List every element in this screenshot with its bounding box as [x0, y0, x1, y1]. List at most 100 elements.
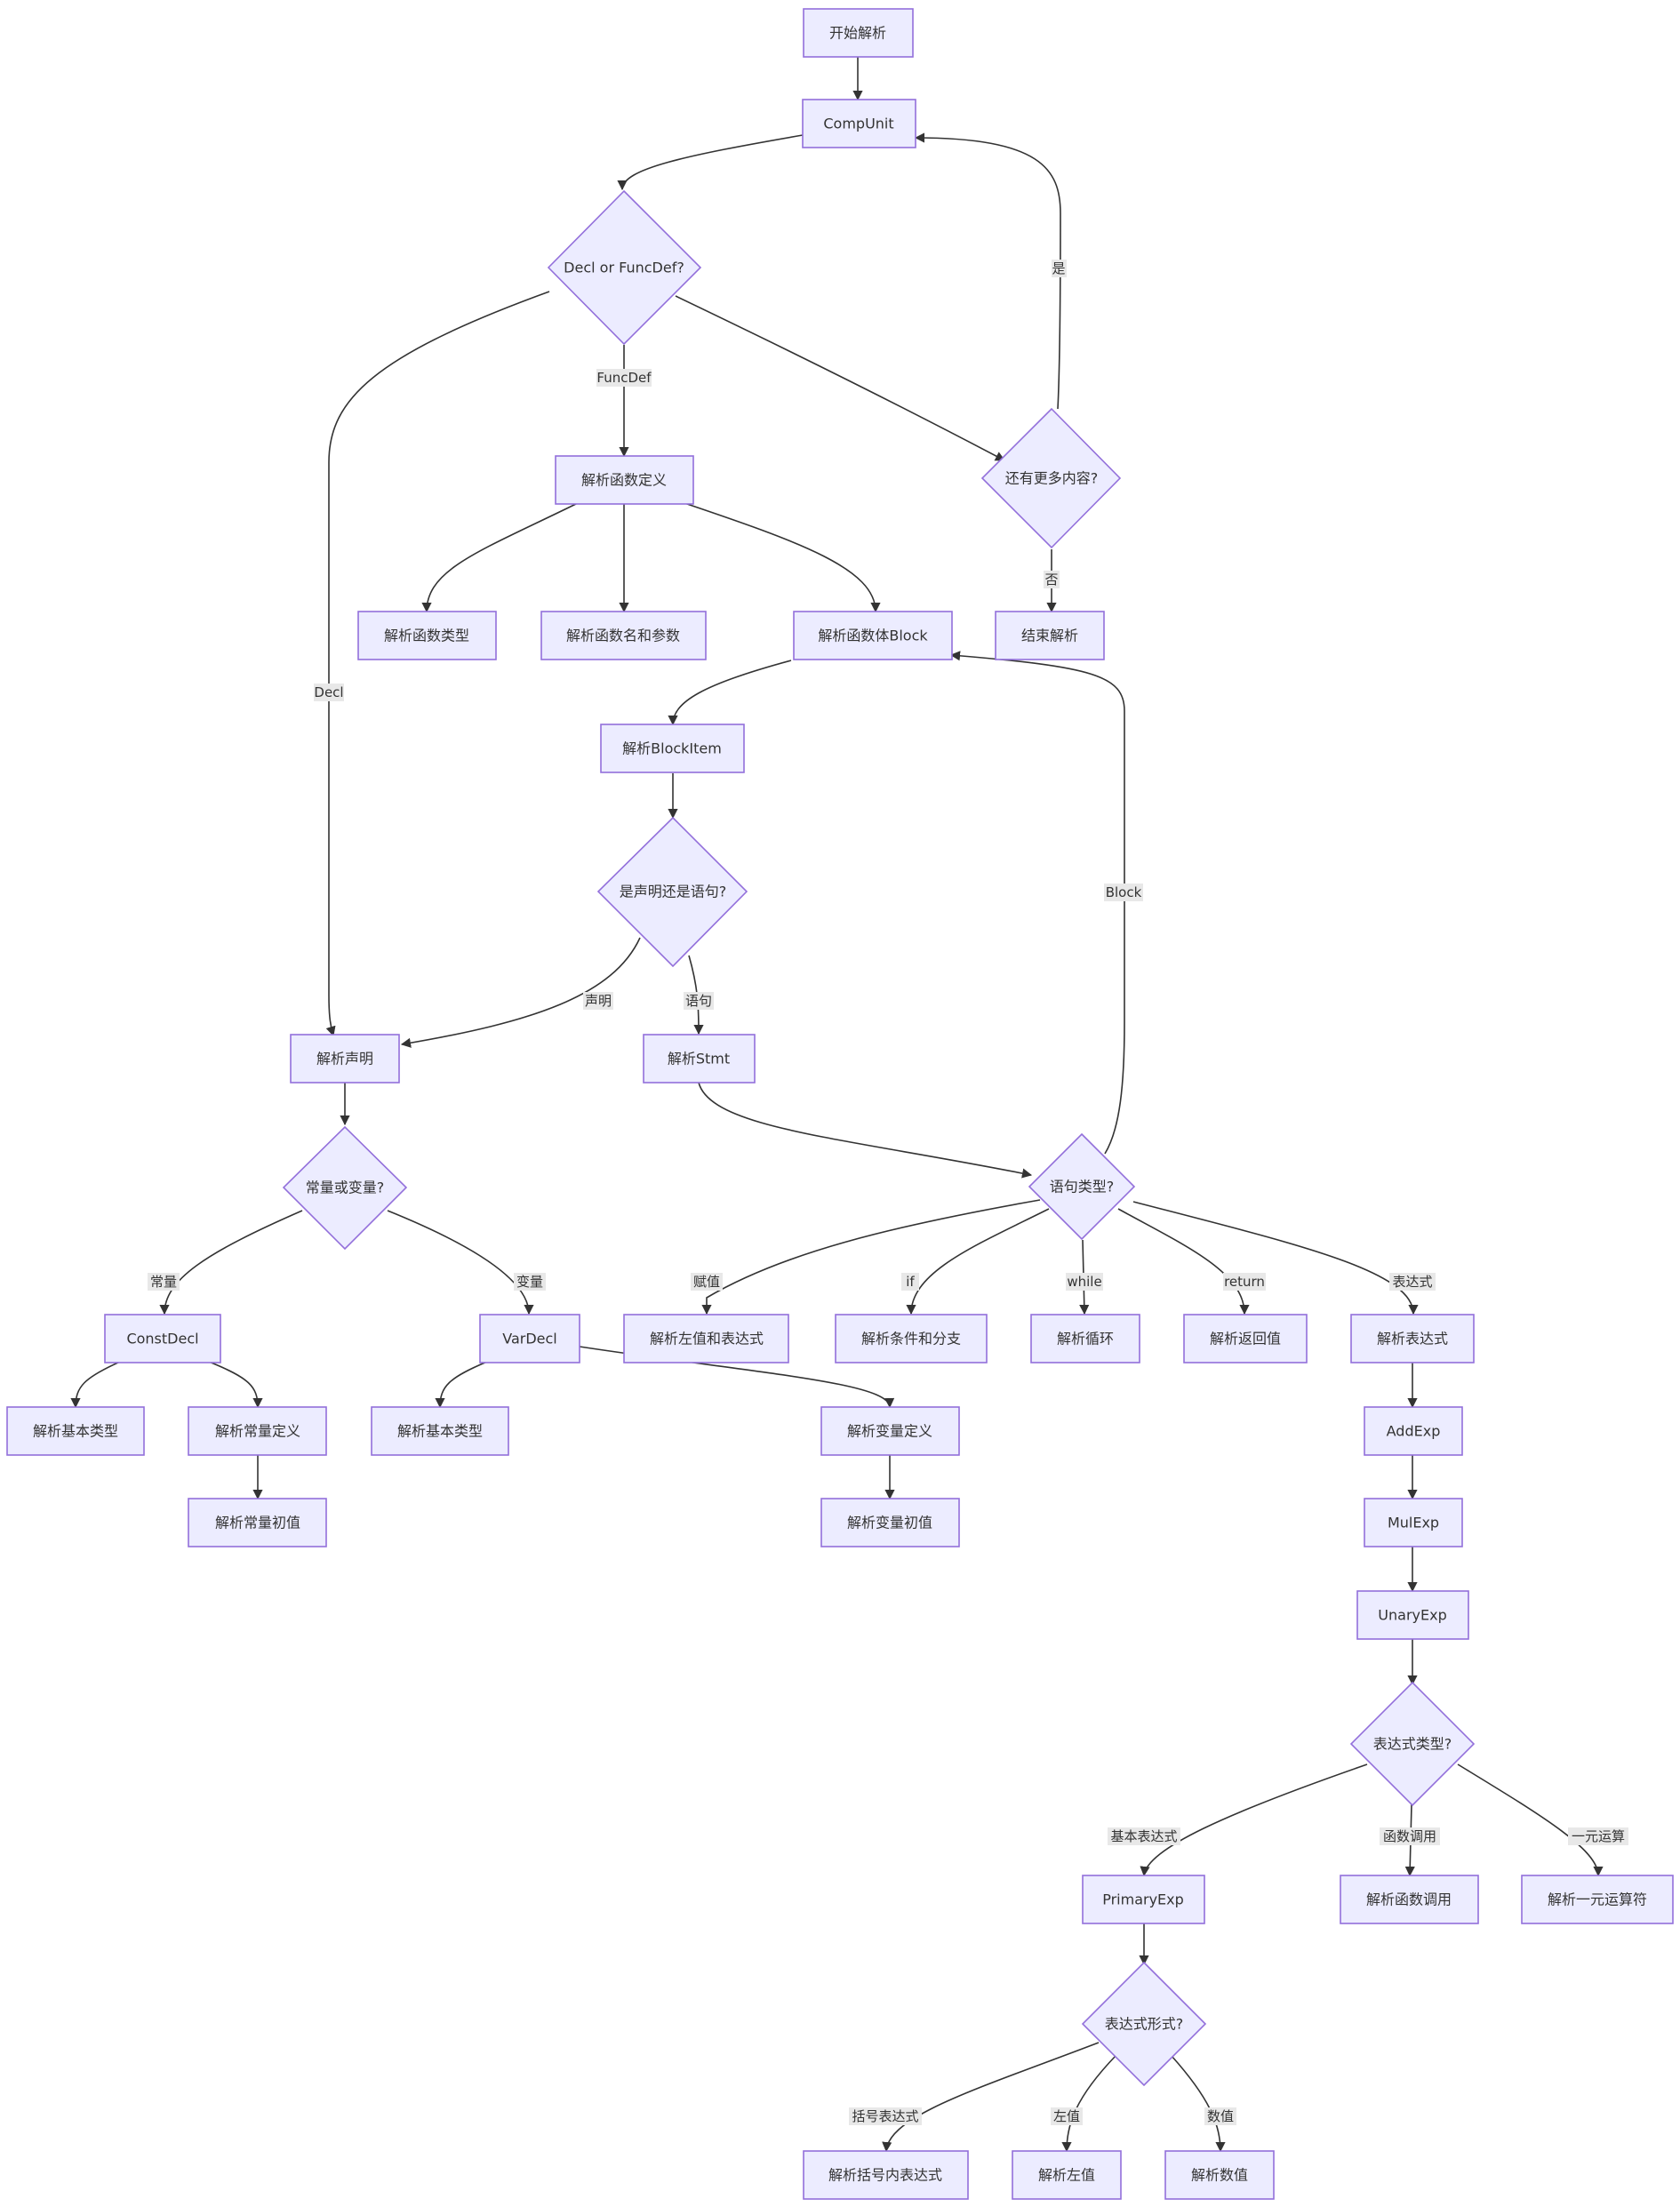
svg-text:UnaryExp: UnaryExp	[1378, 1607, 1446, 1624]
edge-stmttype-return	[1117, 1208, 1250, 1315]
svg-text:开始解析: 开始解析	[829, 25, 886, 42]
svg-text:解析函数调用: 解析函数调用	[1366, 1891, 1452, 1908]
svg-text:if: if	[906, 1274, 915, 1290]
svg-text:PrimaryExp: PrimaryExp	[1102, 1891, 1184, 1908]
node-return-val: 解析返回值	[1183, 1314, 1308, 1363]
edge-block-item	[668, 660, 792, 726]
node-var-btype: 解析基本类型	[371, 1406, 509, 1456]
edge-form-lval	[1061, 2055, 1116, 2153]
edge-constvar-const	[159, 1210, 303, 1315]
svg-text:解析循环: 解析循环	[1057, 1331, 1114, 1347]
svg-text:解析返回值: 解析返回值	[1210, 1331, 1281, 1347]
edge-compunit-decision	[617, 134, 804, 191]
node-addexp: AddExp	[1364, 1406, 1463, 1456]
svg-text:一元运算: 一元运算	[1572, 1828, 1625, 1844]
svg-text:左值: 左值	[1053, 2108, 1080, 2124]
edge-label-no: 否	[1044, 571, 1060, 588]
svg-text:语句类型?: 语句类型?	[1050, 1179, 1115, 1195]
svg-text:表达式类型?: 表达式类型?	[1373, 1736, 1452, 1753]
node-block-item: 解析BlockItem	[600, 724, 745, 773]
svg-text:解析变量定义: 解析变量定义	[847, 1423, 932, 1440]
svg-text:是: 是	[1052, 260, 1065, 276]
edge-stmttype-assign	[701, 1199, 1041, 1315]
node-unaryexp: UnaryExp	[1356, 1590, 1469, 1640]
svg-text:解析常量初值: 解析常量初值	[215, 1515, 300, 1531]
svg-text:基本表达式: 基本表达式	[1110, 1828, 1177, 1844]
node-parse-decl: 解析声明	[290, 1034, 400, 1084]
svg-text:解析表达式: 解析表达式	[1377, 1331, 1448, 1347]
node-var-def: 解析变量定义	[820, 1406, 960, 1456]
node-parse-funcdef: 解析函数定义	[555, 455, 694, 505]
edge-funcdef-block	[684, 502, 881, 613]
svg-text:函数调用: 函数调用	[1383, 1828, 1436, 1844]
edge-label-paren: 括号表达式	[849, 2107, 922, 2125]
svg-text:ConstDecl: ConstDecl	[126, 1331, 198, 1347]
svg-text:结束解析: 结束解析	[1021, 628, 1078, 644]
svg-text:否: 否	[1044, 572, 1058, 588]
edge-label-yes: 是	[1052, 260, 1067, 277]
edge-labels: 是 FuncDef Decl 否 Block 声明 语句 常量 变量 赋值 if…	[148, 260, 1628, 2125]
edge-exprtype-unaryop	[1457, 1763, 1604, 1877]
node-number: 解析数值	[1164, 2150, 1275, 2200]
edge-decision-more	[675, 295, 1005, 461]
node-func-block: 解析函数体Block	[793, 611, 953, 660]
svg-text:解析左值和表达式: 解析左值和表达式	[650, 1331, 764, 1347]
svg-text:解析一元运算符: 解析一元运算符	[1548, 1891, 1647, 1908]
svg-text:数值: 数值	[1207, 2108, 1234, 2124]
edge-label-if: if	[901, 1273, 919, 1291]
svg-text:变量: 变量	[516, 1274, 543, 1290]
svg-text:Decl or FuncDef?: Decl or FuncDef?	[564, 260, 684, 276]
svg-text:Block: Block	[1106, 884, 1142, 900]
edge-form-number	[1171, 2055, 1226, 2153]
edge-stmttype-block	[949, 651, 1125, 1155]
edge-label-declaration: 声明	[583, 992, 613, 1010]
svg-text:解析函数体Block: 解析函数体Block	[818, 628, 928, 644]
svg-text:解析函数名和参数: 解析函数名和参数	[566, 628, 680, 644]
edge-label-expression: 表达式	[1389, 1273, 1436, 1291]
node-decl-or-funcdef: Decl or FuncDef?	[547, 189, 702, 346]
edge-stmt-type	[698, 1082, 1033, 1179]
node-cond-branch: 解析条件和分支	[835, 1314, 988, 1363]
svg-text:解析BlockItem: 解析BlockItem	[622, 740, 722, 757]
svg-text:声明: 声明	[585, 993, 612, 1009]
svg-text:是声明还是语句?: 是声明还是语句?	[620, 884, 727, 900]
edge-var-btype	[435, 1361, 488, 1409]
node-var-init: 解析变量初值	[820, 1498, 960, 1547]
node-more-content: 还有更多内容?	[980, 407, 1122, 549]
node-const-or-var: 常量或变量?	[282, 1125, 408, 1251]
node-stmt-type: 语句类型?	[1028, 1132, 1136, 1241]
svg-text:解析Stmt: 解析Stmt	[668, 1051, 730, 1068]
edge-decision-decl	[325, 291, 550, 1037]
edge-label-unary-op: 一元运算	[1568, 1827, 1628, 1845]
svg-text:解析函数定义: 解析函数定义	[581, 472, 667, 489]
node-expr-form: 表达式形式?	[1081, 1961, 1207, 2087]
svg-text:解析括号内表达式: 解析括号内表达式	[828, 2167, 942, 2184]
edge-label-constant: 常量	[148, 1273, 180, 1291]
edge-const-def	[208, 1361, 263, 1409]
node-assign: 解析左值和表达式	[623, 1314, 789, 1363]
svg-text:MulExp: MulExp	[1388, 1515, 1439, 1531]
node-func-type: 解析函数类型	[357, 611, 497, 660]
edge-stmttype-expr	[1132, 1201, 1419, 1315]
edge-label-number: 数值	[1204, 2107, 1236, 2125]
svg-text:表达式形式?: 表达式形式?	[1105, 2016, 1184, 2033]
svg-text:常量: 常量	[150, 1274, 177, 1290]
edges	[70, 57, 1604, 2153]
node-start: 开始解析	[803, 8, 914, 58]
svg-text:括号表达式: 括号表达式	[852, 2108, 918, 2124]
node-compunit: CompUnit	[802, 99, 916, 148]
node-primaryexp: PrimaryExp	[1082, 1875, 1205, 1924]
node-const-init: 解析常量初值	[188, 1498, 327, 1547]
edge-label-return: return	[1223, 1273, 1266, 1291]
edge-label-funcdef: FuncDef	[596, 369, 652, 387]
svg-text:解析数值: 解析数值	[1191, 2167, 1248, 2184]
svg-text:解析变量初值: 解析变量初值	[847, 1515, 932, 1531]
edge-item-decl	[400, 937, 641, 1048]
node-decl-or-stmt: 是声明还是语句?	[596, 816, 748, 968]
svg-text:解析函数类型: 解析函数类型	[384, 628, 469, 644]
svg-text:解析常量定义: 解析常量定义	[215, 1423, 300, 1440]
node-parse-stmt: 解析Stmt	[643, 1034, 756, 1084]
edge-form-paren	[882, 2042, 1100, 2153]
edge-label-decl: Decl	[314, 684, 344, 701]
